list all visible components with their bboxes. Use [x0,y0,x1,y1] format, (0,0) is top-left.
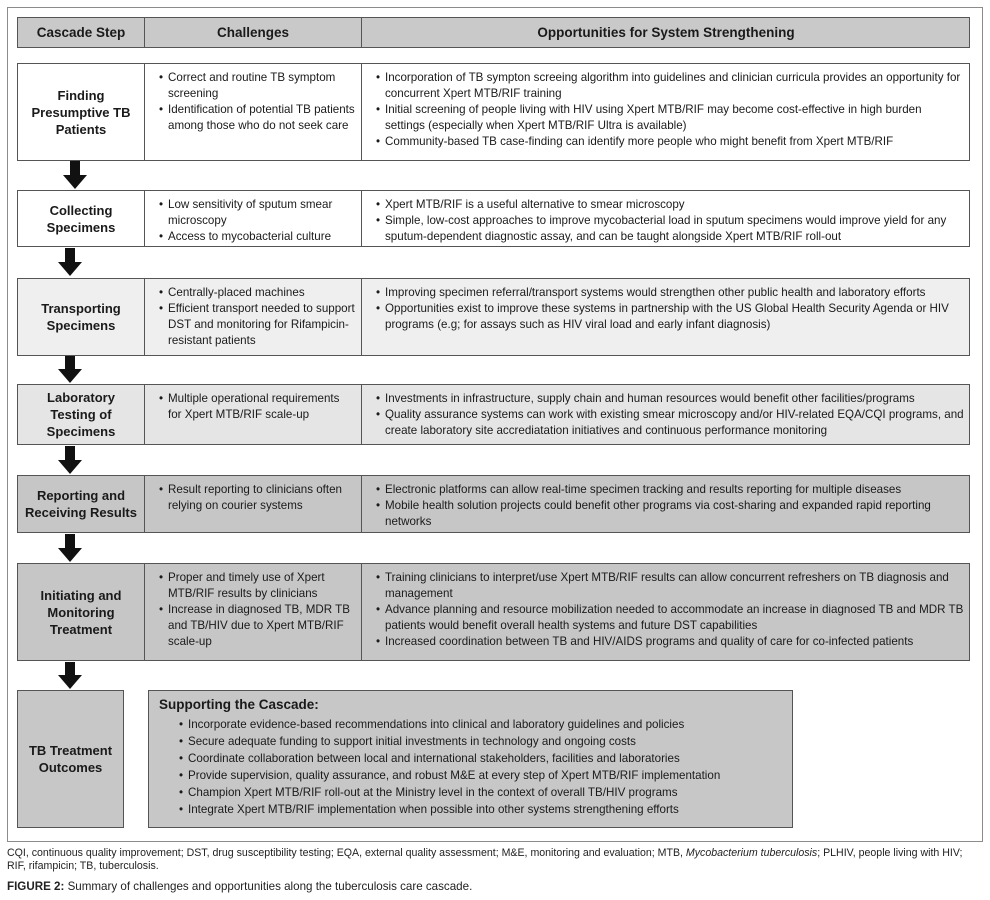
challenges-list: Centrally-placed machines Efficient tran… [145,279,361,355]
header-challenges: Challenges [216,25,290,40]
down-arrow-icon [63,161,87,189]
challenges-list: Low sensitivity of sputum smear microsco… [145,191,361,246]
challenges-list: Proper and timely use of Xpert MTB/RIF r… [145,564,361,660]
opportunity-item: Simple, low-cost approaches to improve m… [376,213,964,245]
support-item: Provide supervision, quality assurance, … [179,767,782,784]
footnote-text: CQI, continuous quality improvement; DST… [7,847,686,859]
cascade-row-finding: Finding Presumptive TB Patients Correct … [17,63,970,161]
down-arrow-icon [58,446,82,474]
step-label: Collecting Specimens [46,202,116,235]
abbreviations-footnote: CQI, continuous quality improvement; DST… [7,847,983,873]
opportunity-item: Training clinicians to interpret/use Xpe… [376,570,964,602]
figure-frame [7,7,983,842]
challenge-item: Correct and routine TB symptom screening [159,70,355,102]
opportunity-item: Advance planning and resource mobilizati… [376,602,964,634]
challenges-list: Multiple operational requirements for Xp… [145,385,361,444]
challenge-item: Multiple operational requirements for Xp… [159,391,355,423]
challenge-item: Proper and timely use of Xpert MTB/RIF r… [159,570,355,602]
footnote-text-end: ; PLHIV, people living with HIV; RIF, ri… [7,847,963,872]
challenge-item: Access to mycobacterial culture [159,229,355,245]
opportunity-item: Initial screening of people living with … [376,102,964,134]
opportunity-item: Quality assurance systems can work with … [376,407,964,439]
down-arrow-icon [58,662,82,689]
opportunity-item: Mobile health solution projects could be… [376,498,964,530]
opportunity-item: Electronic platforms can allow real-time… [376,482,964,498]
opportunities-list: Electronic platforms can allow real-time… [362,476,970,532]
cascade-row-reporting: Reporting and Receiving Results Result r… [17,475,970,533]
step-label: Initiating and Monitoring Treatment [40,587,122,637]
cascade-row-treatment: Initiating and Monitoring Treatment Prop… [17,563,970,661]
supporting-title: Supporting the Cascade: [159,697,319,712]
opportunity-item: Increased coordination between TB and HI… [376,634,964,650]
cascade-row-collecting: Collecting Specimens Low sensitivity of … [17,190,970,247]
caption-label: FIGURE 2: [7,880,65,893]
header-cascade-step: Cascade Step [36,25,126,40]
support-item: Secure adequate funding to support initi… [179,733,782,750]
challenge-item: Low sensitivity of sputum smear microsco… [159,197,355,229]
support-item: Integrate Xpert MTB/RIF implementation w… [179,801,782,818]
opportunities-list: Investments in infrastructure, supply ch… [362,385,970,444]
step-label: Reporting and Receiving Results [25,488,137,520]
figure-caption: FIGURE 2: Summary of challenges and oppo… [7,880,472,893]
opportunity-item: Xpert MTB/RIF is a useful alternative to… [376,197,964,213]
opportunities-list: Incorporation of TB sympton screeing alg… [362,64,970,160]
support-item: Incorporate evidence-based recommendatio… [179,716,782,733]
opportunity-item: Community-based TB case-finding can iden… [376,134,964,150]
down-arrow-icon [58,248,82,276]
challenge-item: Centrally-placed machines [159,285,355,301]
opportunities-list: Xpert MTB/RIF is a useful alternative to… [362,191,970,246]
down-arrow-icon [58,534,82,562]
caption-text: Summary of challenges and opportunities … [64,880,473,893]
table-header: Cascade Step Challenges Opportunities fo… [17,17,970,48]
step-label: Transporting Specimens [41,301,121,333]
down-arrow-icon [58,356,82,383]
challenge-item: Efficient transport needed to support DS… [159,301,355,349]
challenge-item: Result reporting to clinicians often rel… [159,482,355,514]
cascade-row-laboratory: Laboratory Testing of Specimens Multiple… [17,384,970,445]
step-label: Finding Presumptive TB Patients [31,87,131,137]
step-label: Laboratory Testing of Specimens [46,390,116,439]
challenge-item: Identification of potential TB patients … [159,102,355,134]
header-opportunities: Opportunities for System Strengthening [537,25,795,40]
footnote-italic: Mycobacterium tuberculosis [685,847,818,859]
cascade-row-transporting: Transporting Specimens Centrally-placed … [17,278,970,356]
opportunities-list: Training clinicians to interpret/use Xpe… [362,564,970,660]
opportunity-item: Incorporation of TB sympton screeing alg… [376,70,964,102]
treatment-outcomes-box: TB Treatment Outcomes [17,690,124,828]
opportunity-item: Opportunities exist to improve these sys… [376,301,964,333]
challenges-list: Result reporting to clinicians often rel… [145,476,361,532]
support-item: Champion Xpert MTB/RIF roll-out at the M… [179,784,782,801]
opportunity-item: Improving specimen referral/transport sy… [376,285,964,301]
opportunities-list: Improving specimen referral/transport sy… [362,279,970,355]
challenges-list: Correct and routine TB symptom screening… [145,64,361,160]
opportunity-item: Investments in infrastructure, supply ch… [376,391,964,407]
support-item: Coordinate collaboration between local a… [179,750,782,767]
challenge-item: Increase in diagnosed TB, MDR TB and TB/… [159,602,355,650]
supporting-cascade-box: Supporting the Cascade: Incorporate evid… [148,690,793,828]
